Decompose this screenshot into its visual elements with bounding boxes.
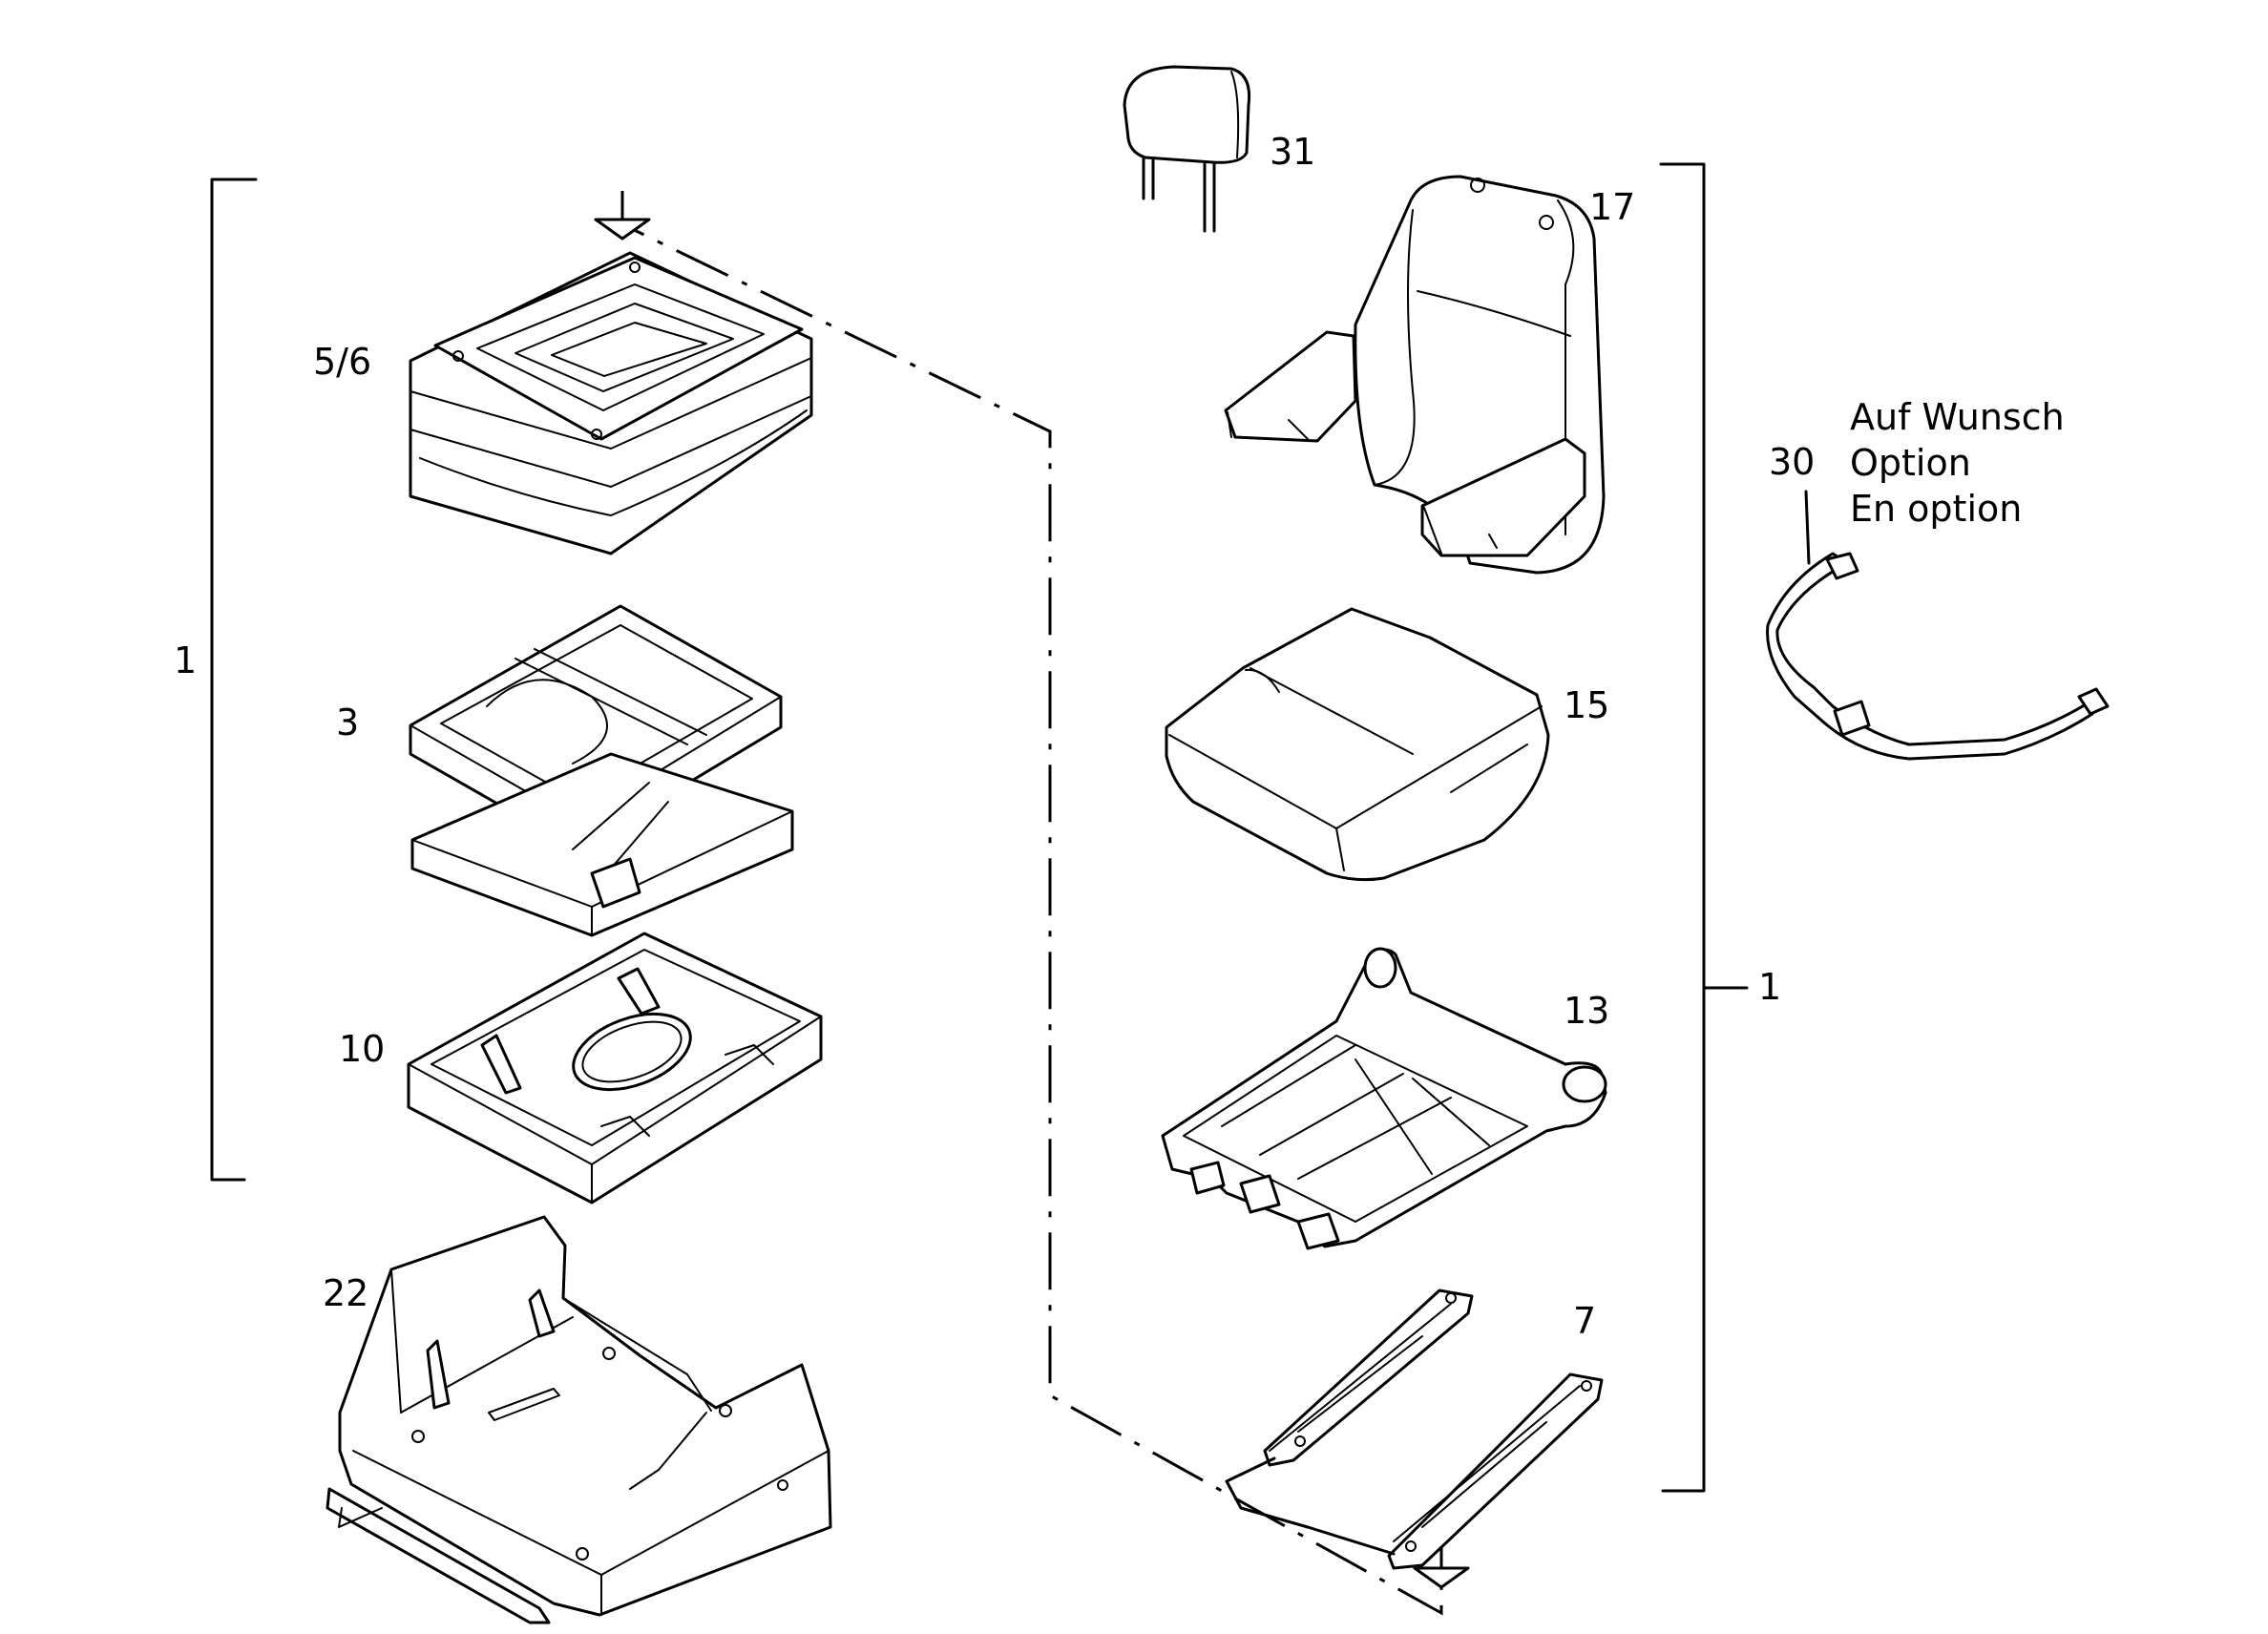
label-part-1-right: 1	[1758, 966, 1781, 1008]
assembly-axis-line	[594, 191, 1470, 1616]
console-base-illustration	[326, 1215, 832, 1624]
base-frame-illustration	[407, 932, 823, 1205]
label-part-30: 30	[1769, 441, 1815, 483]
label-part-7: 7	[1573, 1300, 1596, 1342]
label-part-31: 31	[1270, 131, 1315, 173]
note-line-de: Auf Wunsch	[1850, 396, 2065, 438]
label-part-3: 3	[336, 702, 359, 744]
label-part-13: 13	[1564, 990, 1609, 1032]
scissor-suspension-illustration	[409, 604, 794, 937]
seat-belt-illustration	[1766, 490, 2110, 761]
bellows-illustration	[409, 251, 813, 555]
label-part-22: 22	[323, 1272, 368, 1314]
optional-note: Auf Wunsch Option En option	[1850, 396, 2065, 530]
right-assembly-bracket	[1659, 162, 1749, 1493]
note-line-en: Option	[1850, 442, 1971, 484]
slide-rails-illustration	[1225, 1288, 1604, 1570]
headrest-illustration	[1123, 65, 1251, 233]
note-line-fr: En option	[1850, 488, 2022, 530]
top-arrow-icon	[594, 218, 651, 241]
label-part-5-6: 5/6	[313, 341, 371, 383]
label-part-15: 15	[1564, 684, 1609, 726]
label-part-10: 10	[339, 1028, 385, 1070]
left-assembly-bracket	[210, 178, 258, 1182]
backrest-illustration	[1224, 175, 1606, 575]
bottom-arrow-icon	[1413, 1566, 1470, 1589]
seat-cushion-illustration	[1165, 607, 1550, 882]
upper-frame-illustration	[1161, 947, 1607, 1250]
label-part-1-left: 1	[174, 639, 197, 681]
part-labels: 31 17 5/6 1 3 15 13 1 10 22 7 30	[174, 131, 1815, 1342]
label-part-17: 17	[1589, 186, 1635, 228]
